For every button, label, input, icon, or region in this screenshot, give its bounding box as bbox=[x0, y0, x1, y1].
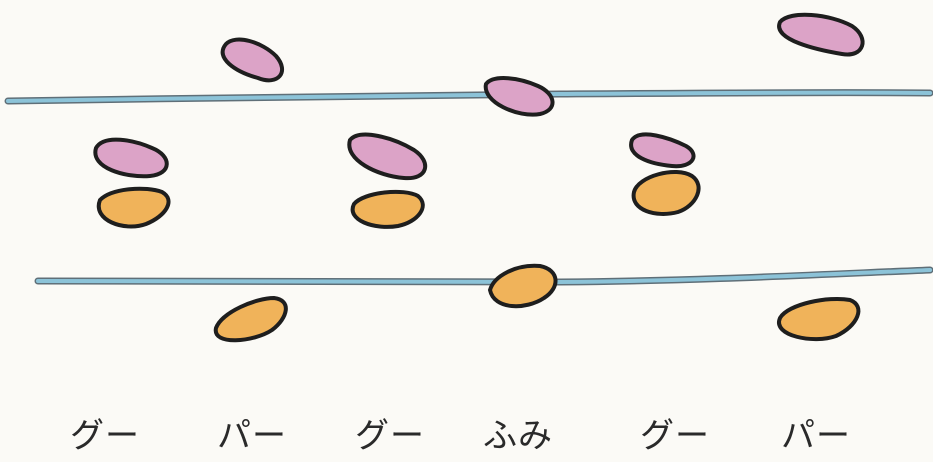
orange-foot-3 bbox=[634, 172, 699, 214]
orange-feet bbox=[99, 172, 859, 340]
pink-foot-3 bbox=[349, 135, 425, 179]
orange-foot-4 bbox=[490, 266, 556, 306]
step-label-6: パー bbox=[781, 408, 851, 457]
step-label-4: ふみ bbox=[483, 408, 553, 457]
pink-foot-6 bbox=[779, 15, 863, 55]
pink-foot-1 bbox=[223, 40, 282, 81]
orange-foot-1 bbox=[99, 189, 169, 227]
step-label-1: グー bbox=[70, 408, 140, 457]
bottom-rope bbox=[38, 270, 930, 282]
step-label-5: グー bbox=[640, 408, 710, 457]
top-rope bbox=[8, 93, 930, 101]
pink-foot-2 bbox=[95, 140, 166, 177]
orange-foot-5 bbox=[216, 298, 286, 340]
step-label-3: グー bbox=[355, 408, 425, 457]
pink-foot-4 bbox=[486, 78, 553, 115]
orange-foot-6 bbox=[779, 299, 858, 339]
orange-foot-2 bbox=[353, 192, 423, 227]
step-label-2: パー bbox=[217, 408, 287, 457]
pink-foot-5 bbox=[631, 134, 693, 166]
